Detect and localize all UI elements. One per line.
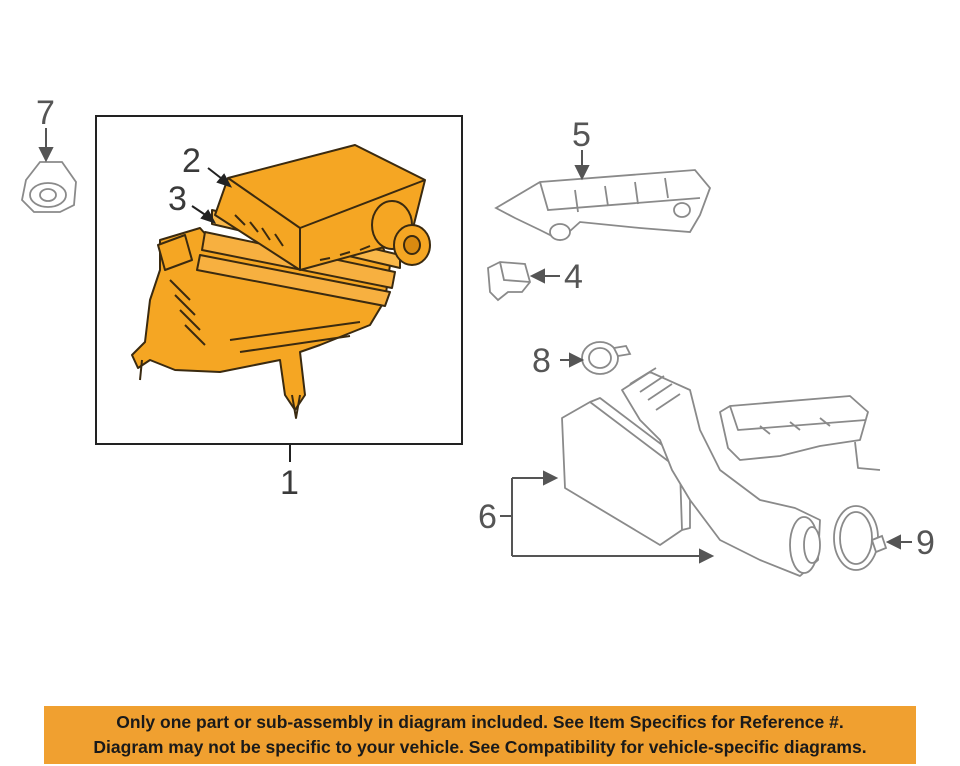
- callout-6: 6: [478, 498, 497, 536]
- callout-8: 8: [532, 342, 551, 380]
- part-5-bracket[interactable]: [494, 169, 712, 242]
- callout-3: 3: [168, 180, 187, 218]
- leader-4: [529, 268, 560, 284]
- part-9-hose-clamp[interactable]: [833, 505, 888, 571]
- highlight-frame: [95, 115, 463, 445]
- parts-diagram: 1 2 3 7 5 4 8: [21, 94, 935, 577]
- leader-7: [38, 128, 54, 163]
- callout-4: 4: [564, 258, 583, 296]
- part-7-grommet[interactable]: [21, 161, 77, 213]
- leader-9: [885, 534, 912, 550]
- leader-lines-highlight: [191, 167, 291, 462]
- banner-line-1: Only one part or sub-assembly in diagram…: [116, 712, 844, 732]
- disclaimer-banner: Only one part or sub-assembly in diagram…: [44, 706, 916, 764]
- leader-5: [574, 150, 590, 181]
- callout-7: 7: [36, 94, 55, 132]
- callout-9: 9: [916, 524, 935, 562]
- leader-8: [560, 352, 585, 368]
- callout-5: 5: [572, 116, 591, 154]
- part-6-air-duct[interactable]: [561, 367, 881, 577]
- part-4-clip[interactable]: [487, 261, 531, 302]
- air-cleaner-assembly[interactable]: [131, 144, 431, 419]
- callout-2: 2: [182, 142, 201, 180]
- leader-6: [500, 470, 715, 564]
- banner-line-2: Diagram may not be specific to your vehi…: [93, 737, 867, 757]
- callout-1: 1: [280, 464, 299, 502]
- part-8-clamp[interactable]: [581, 341, 632, 375]
